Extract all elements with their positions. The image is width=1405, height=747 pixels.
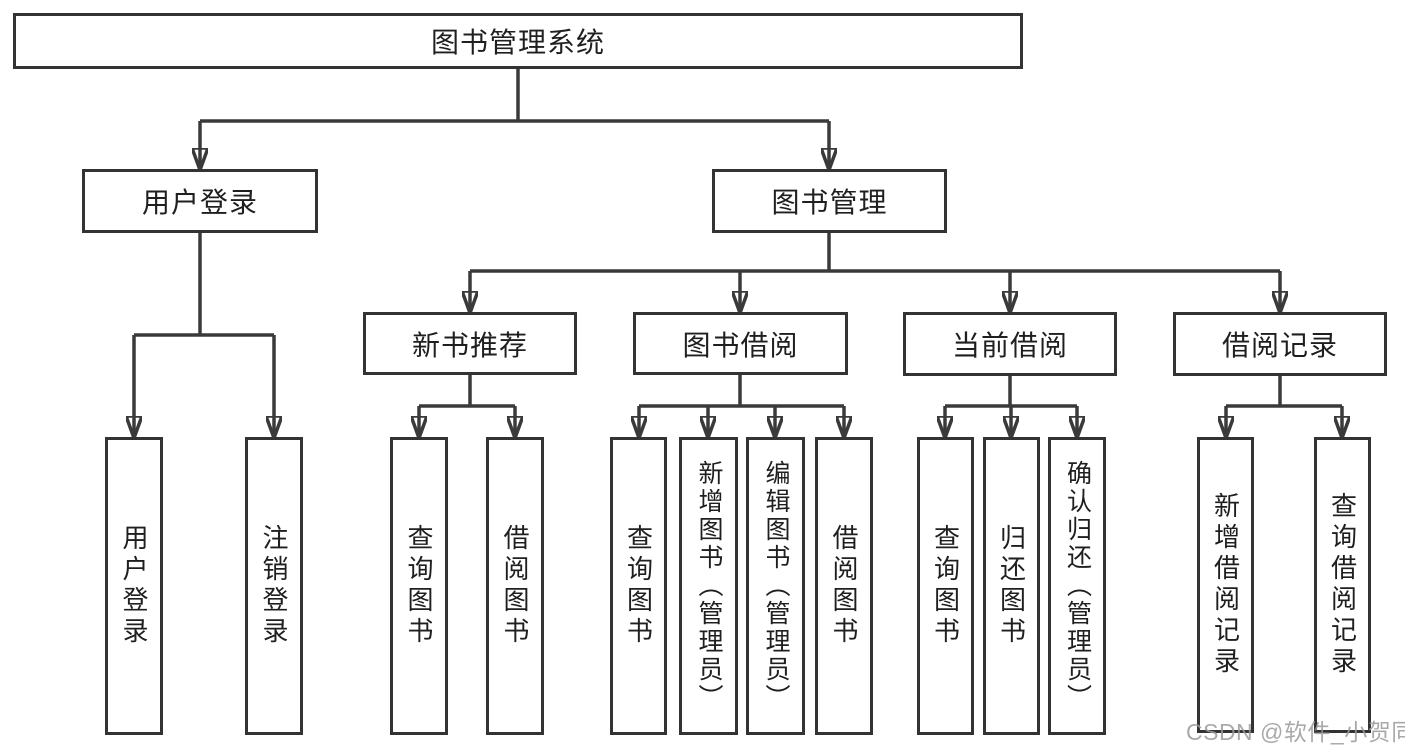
leaf-borrow-books: 借阅图书 [815, 437, 873, 735]
leaf-query-books-recommend: 查询图书 [390, 437, 448, 735]
node-book-management: 图书管理 [712, 169, 947, 233]
leaf-query-books-current: 查询图书 [917, 437, 974, 735]
leaf-borrow-books-label: 借阅图书 [829, 524, 859, 648]
leaf-query-books-recommend-label: 查询图书 [404, 524, 434, 648]
connector-user-login-to-leaves [134, 233, 274, 437]
leaf-query-books-borrow-label: 查询图书 [623, 524, 654, 648]
leaf-add-borrow-record: 新增借阅记录 [1197, 437, 1254, 733]
leaf-borrow-books-recommend: 借阅图书 [486, 437, 544, 735]
node-user-login: 用户登录 [82, 169, 318, 233]
node-root: 图书管理系统 [13, 13, 1023, 69]
node-current-borrow: 当前借阅 [903, 312, 1117, 376]
leaf-logout-label: 注销登录 [259, 524, 289, 648]
connector-book-borrow-to-leaves [639, 375, 844, 437]
leaf-edit-books-admin-label: 编辑图书（管理员） [762, 460, 790, 712]
node-new-book-recommend: 新书推荐 [363, 312, 577, 375]
leaf-return-books-label: 归还图书 [996, 524, 1027, 648]
connector-borrow-records-to-leaves [1226, 376, 1342, 437]
leaf-add-books-admin-label: 新增图书（管理员） [695, 460, 723, 712]
leaf-user-login-label: 用户登录 [119, 524, 149, 648]
leaf-confirm-return-admin: 确认归还（管理员） [1048, 437, 1106, 735]
leaf-confirm-return-admin-label: 确认归还（管理员） [1063, 460, 1092, 712]
leaf-return-books: 归还图书 [983, 437, 1040, 735]
leaf-query-books-current-label: 查询图书 [930, 524, 961, 648]
connector-root-to-level2 [200, 69, 829, 169]
watermark: CSDN @软件_小贺同学 [1186, 719, 1405, 745]
leaf-logout: 注销登录 [245, 437, 303, 735]
leaf-query-borrow-record: 查询借阅记录 [1314, 437, 1371, 733]
leaf-query-books-borrow: 查询图书 [610, 437, 667, 735]
node-borrow-records: 借阅记录 [1173, 312, 1387, 376]
leaf-borrow-books-recommend-label: 借阅图书 [500, 524, 530, 648]
leaf-user-login: 用户登录 [105, 437, 163, 735]
leaf-add-books-admin: 新增图书（管理员） [679, 437, 738, 735]
connector-current-borrow-to-leaves [945, 376, 1077, 437]
leaf-add-borrow-record-label: 新增借阅记录 [1210, 492, 1241, 678]
connector-new-book-recommend-to-leaves [419, 375, 515, 437]
leaf-edit-books-admin: 编辑图书（管理员） [746, 437, 805, 735]
connector-book-management-to-level3 [470, 233, 1280, 312]
leaf-query-borrow-record-label: 查询借阅记录 [1327, 492, 1358, 678]
node-book-borrow: 图书借阅 [633, 312, 848, 375]
